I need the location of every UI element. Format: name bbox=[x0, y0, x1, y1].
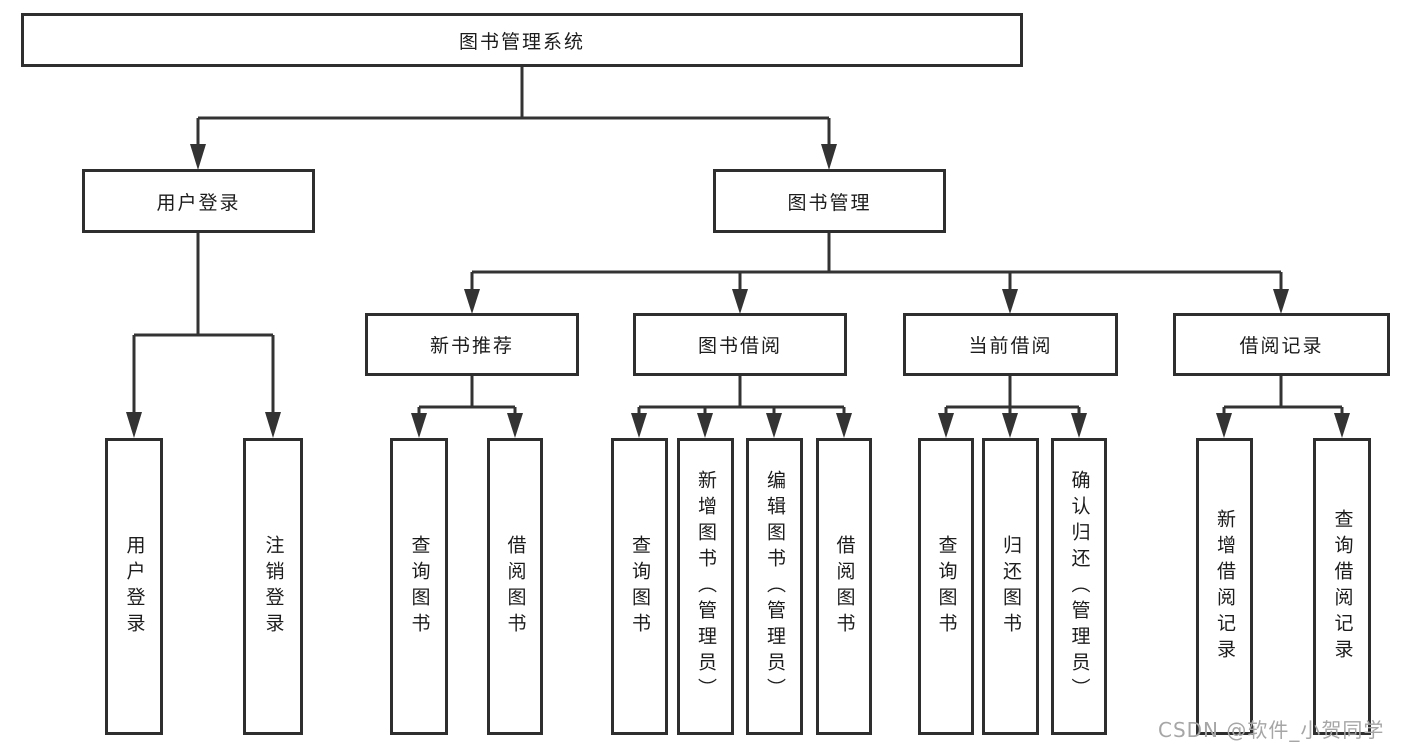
arrowhead-icon bbox=[126, 412, 142, 438]
leaf-add-books-admin: 新增图书（管理员） bbox=[677, 438, 734, 735]
node-new-book-recommend: 新书推荐 bbox=[365, 313, 579, 376]
arrowhead-icon bbox=[411, 413, 427, 438]
arrowhead-icon bbox=[1002, 413, 1018, 438]
arrowhead-icon bbox=[1216, 413, 1232, 438]
leaf-query-books-current: 查询图书 bbox=[918, 438, 974, 735]
arrowhead-icon bbox=[1273, 289, 1289, 314]
arrowhead-icon bbox=[507, 413, 523, 438]
arrowhead-icon bbox=[697, 413, 713, 438]
arrowhead-icon bbox=[631, 413, 647, 438]
leaf-query-borrow-record: 查询借阅记录 bbox=[1313, 438, 1371, 735]
csdn-watermark: CSDN @软件_小贺同学 bbox=[1158, 718, 1385, 742]
arrowhead-icon bbox=[265, 412, 281, 438]
arrowhead-icon bbox=[836, 413, 852, 438]
node-root-library-system: 图书管理系统 bbox=[21, 13, 1023, 67]
leaf-borrow-books: 借阅图书 bbox=[816, 438, 872, 735]
arrowhead-icon bbox=[464, 289, 480, 314]
arrowhead-icon bbox=[938, 413, 954, 438]
arrowhead-icon bbox=[190, 144, 206, 170]
leaf-return-books: 归还图书 bbox=[982, 438, 1039, 735]
arrowhead-icon bbox=[1334, 413, 1350, 438]
leaf-query-books-borrowing: 查询图书 bbox=[611, 438, 668, 735]
leaf-query-books-recommend: 查询图书 bbox=[390, 438, 448, 735]
arrowhead-icon bbox=[1071, 413, 1087, 438]
node-book-borrowing: 图书借阅 bbox=[633, 313, 847, 376]
arrowhead-icon bbox=[821, 144, 837, 170]
leaf-user-login: 用户登录 bbox=[105, 438, 163, 735]
node-book-management: 图书管理 bbox=[713, 169, 946, 233]
arrowhead-icon bbox=[1002, 289, 1018, 314]
arrowhead-icon bbox=[732, 289, 748, 314]
leaf-confirm-return-admin: 确认归还（管理员） bbox=[1051, 438, 1107, 735]
leaf-edit-books-admin: 编辑图书（管理员） bbox=[746, 438, 803, 735]
leaf-borrow-books-recommend: 借阅图书 bbox=[487, 438, 543, 735]
arrowhead-icon bbox=[766, 413, 782, 438]
node-current-borrowing: 当前借阅 bbox=[903, 313, 1118, 376]
node-borrowing-records: 借阅记录 bbox=[1173, 313, 1390, 376]
node-user-login: 用户登录 bbox=[82, 169, 315, 233]
leaf-add-borrow-record: 新增借阅记录 bbox=[1196, 438, 1253, 735]
leaf-logout: 注销登录 bbox=[243, 438, 303, 735]
